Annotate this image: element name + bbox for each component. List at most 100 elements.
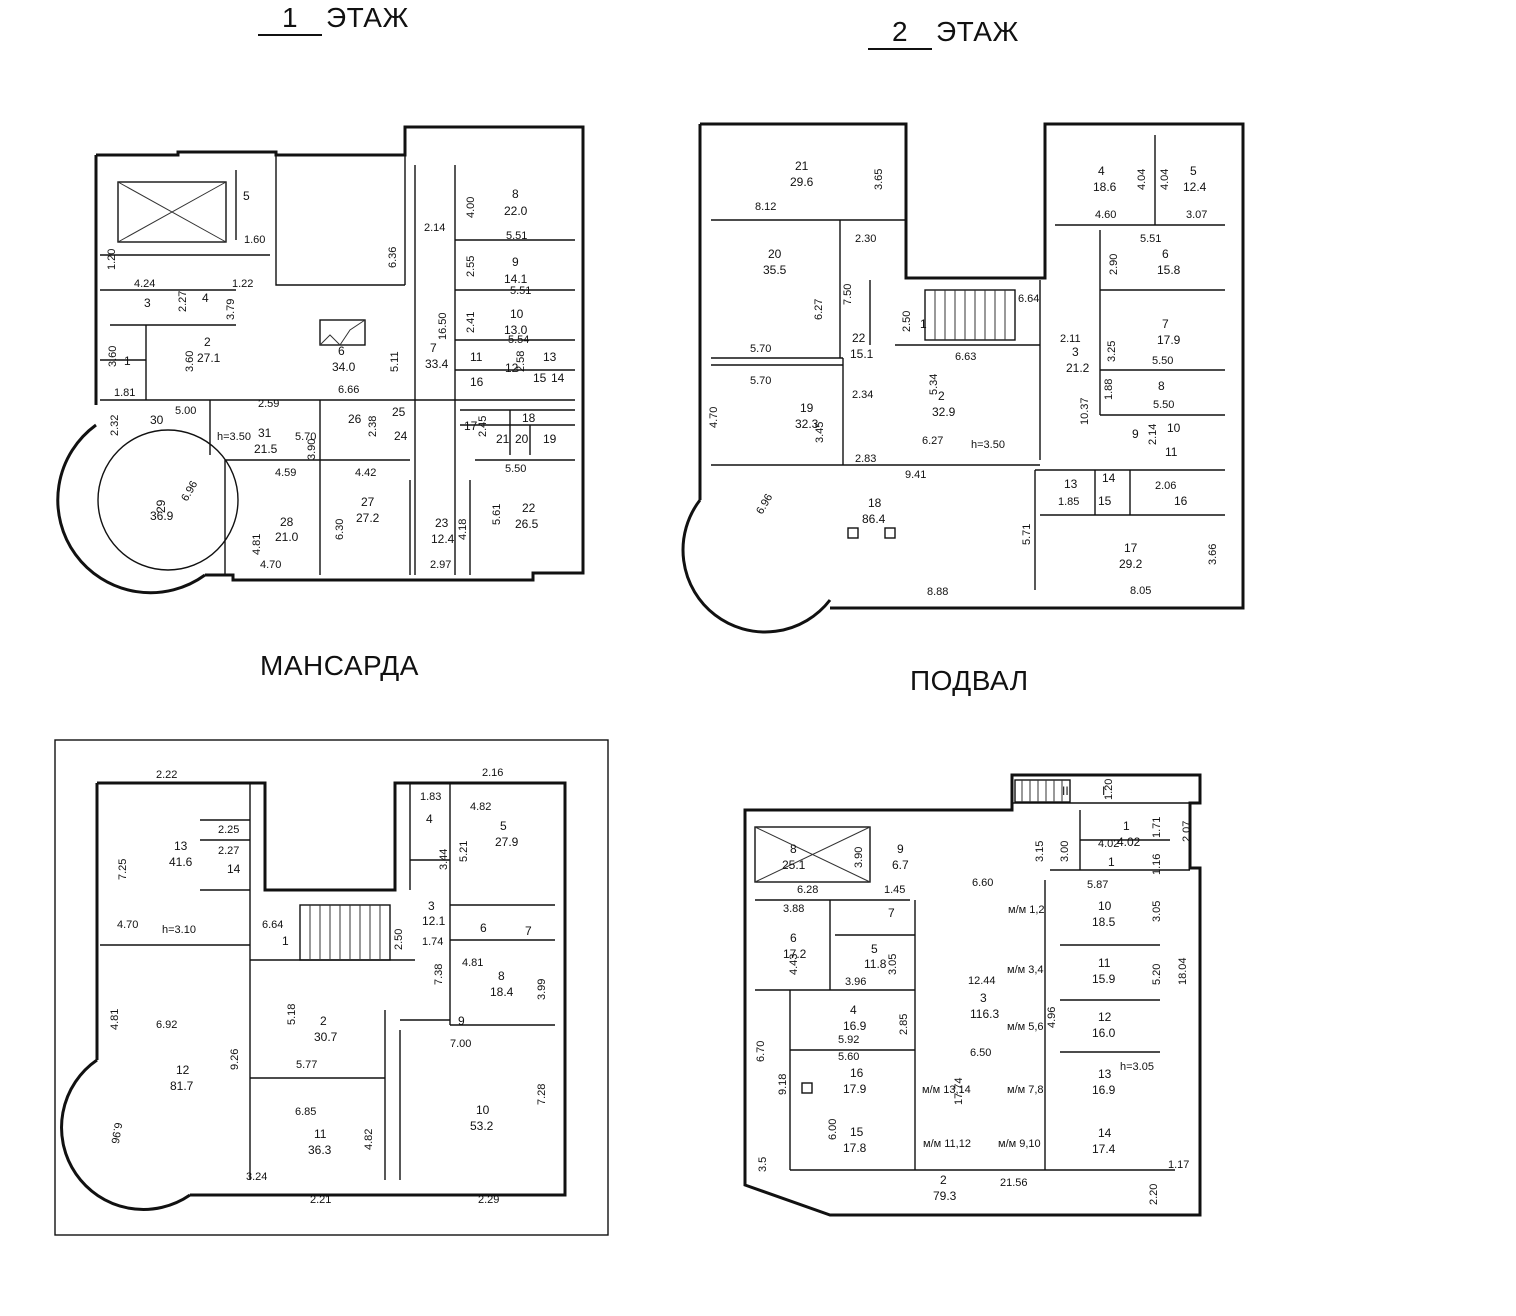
room-number: 5 <box>1190 164 1197 178</box>
room-number: 10 <box>1167 421 1181 435</box>
dimension-label: 5.21 <box>458 841 470 862</box>
dimension-label: 6.96 <box>108 1121 124 1144</box>
room-number: 19 <box>800 401 814 415</box>
dimension-label: 4.02 <box>1098 838 1119 850</box>
room-number: 18 <box>868 496 882 510</box>
dimension-label: 6.28 <box>797 884 818 896</box>
dimension-label: 2.85 <box>898 1014 910 1035</box>
dimension-label: 2.14 <box>1147 424 1159 445</box>
room-area: 27.2 <box>356 511 380 525</box>
room-number: 13 <box>1064 477 1078 491</box>
dimension-label: 1.83 <box>420 791 441 803</box>
basement-room-labels: 8 25.1 9 6.7 1 II I 1 4.02 7 6 17.2 5 11… <box>782 784 1141 1203</box>
room-number: 25 <box>392 405 406 419</box>
dimension-label: 7.50 <box>842 284 854 305</box>
dimension-label: 4.04 <box>1159 169 1171 190</box>
dimension-label: 3.45 <box>814 422 826 443</box>
dimension-label: 6.85 <box>295 1106 316 1118</box>
room-number: 7 <box>525 924 532 938</box>
dimension-label: 3.07 <box>1186 209 1207 221</box>
dimension-label: 5.11 <box>389 351 401 372</box>
dimension-label: 3.60 <box>107 346 119 367</box>
dimension-label: 3.05 <box>887 954 899 975</box>
dimension-label: 9.41 <box>905 469 926 481</box>
room-number: 21 <box>795 159 809 173</box>
dimension-label: 3.00 <box>1059 841 1071 862</box>
room-area: 18.4 <box>490 985 514 999</box>
room-number: 17 <box>464 419 478 433</box>
room-number: I <box>1102 784 1105 798</box>
room-number: 6 <box>480 921 487 935</box>
dimension-label: 5.00 <box>175 405 196 417</box>
room-number: 28 <box>280 515 294 529</box>
dimension-label: 10.37 <box>1079 397 1091 425</box>
dimension-label: 3.88 <box>783 903 804 915</box>
dimension-label: 2.90 <box>1108 254 1120 275</box>
dimension-label: 3.99 <box>536 979 548 1000</box>
dimension-label: м/м 5,6 <box>1007 1021 1044 1033</box>
dimension-label: 9.18 <box>777 1074 789 1095</box>
dimension-label: 3.60 <box>184 351 196 372</box>
room-number: 10 <box>476 1103 490 1117</box>
room-number: 12 <box>176 1063 190 1077</box>
dimension-label: 4.81 <box>109 1009 121 1030</box>
dimension-label: 18.04 <box>1177 957 1189 985</box>
dimension-label: 4.82 <box>363 1129 375 1150</box>
room-number: 10 <box>510 307 524 321</box>
room-area: 25.1 <box>782 858 806 872</box>
floor2-title-number: 2 <box>868 16 932 50</box>
room-number: 11 <box>1098 956 1111 970</box>
dimension-label: 2.58 <box>515 351 527 372</box>
room-number: 15 <box>1098 494 1112 508</box>
room-area: 29.6 <box>790 175 814 189</box>
dimension-label: м/м 1,2 <box>1008 904 1045 916</box>
dimension-label: 1.85 <box>1058 496 1079 508</box>
dimension-label: h=3.50 <box>971 439 1005 451</box>
room-number: 7 <box>430 341 437 355</box>
room-number: 6 <box>1162 247 1169 261</box>
dimension-label: 12.44 <box>968 975 996 987</box>
dimension-label: 3.79 <box>225 299 237 320</box>
room-number: 4 <box>202 291 209 305</box>
room-number: 1 <box>124 354 131 368</box>
room-number: 16 <box>470 375 484 389</box>
dimension-label: 3.90 <box>306 439 318 460</box>
dimension-label: м/м 9,10 <box>998 1138 1041 1150</box>
room-area: 22.0 <box>504 204 528 218</box>
dimension-label: 1.20 <box>1103 779 1115 800</box>
room-number: 15 <box>850 1125 864 1139</box>
dimension-label: 6.27 <box>922 435 943 447</box>
room-number: 3 <box>1072 345 1079 359</box>
room-number: 7 <box>1162 317 1169 331</box>
dimension-label: 2.97 <box>430 559 451 571</box>
dimension-label: 2.27 <box>177 291 189 312</box>
room-area: 17.4 <box>1092 1142 1116 1156</box>
room-number: 31 <box>258 426 272 440</box>
room-number: 15 <box>533 371 547 385</box>
room-area: 15.8 <box>1157 263 1181 277</box>
room-number: 1 <box>1123 819 1130 833</box>
dimension-label: 5.77 <box>296 1059 317 1071</box>
room-number: 5 <box>243 189 250 203</box>
dimension-label: 3.44 <box>438 849 450 870</box>
dimension-label: 6.36 <box>387 247 399 268</box>
dimension-label: 7.28 <box>536 1084 548 1105</box>
room-area: 21.2 <box>1066 361 1090 375</box>
dimension-label: 2.21 <box>310 1194 331 1206</box>
dimension-label: 4.24 <box>134 278 155 290</box>
dimension-label: 5.34 <box>928 374 940 395</box>
dimension-label: 7.38 <box>433 964 445 985</box>
floor1-title-number: 1 <box>258 2 322 36</box>
dimension-label: 6.92 <box>156 1019 177 1031</box>
dimension-label: 1.60 <box>244 234 265 246</box>
dimension-label: 7.00 <box>450 1038 471 1050</box>
dimension-label: 3.24 <box>246 1171 267 1183</box>
attic-title: МАНСАРДА <box>260 650 419 681</box>
room-number: 29 <box>154 499 168 513</box>
dimension-label: 1.17 <box>1168 1159 1189 1171</box>
room-number: 26 <box>348 412 362 426</box>
room-number: 1 <box>282 934 289 948</box>
room-area: 32.9 <box>932 405 956 419</box>
room-number: 8 <box>790 842 797 856</box>
